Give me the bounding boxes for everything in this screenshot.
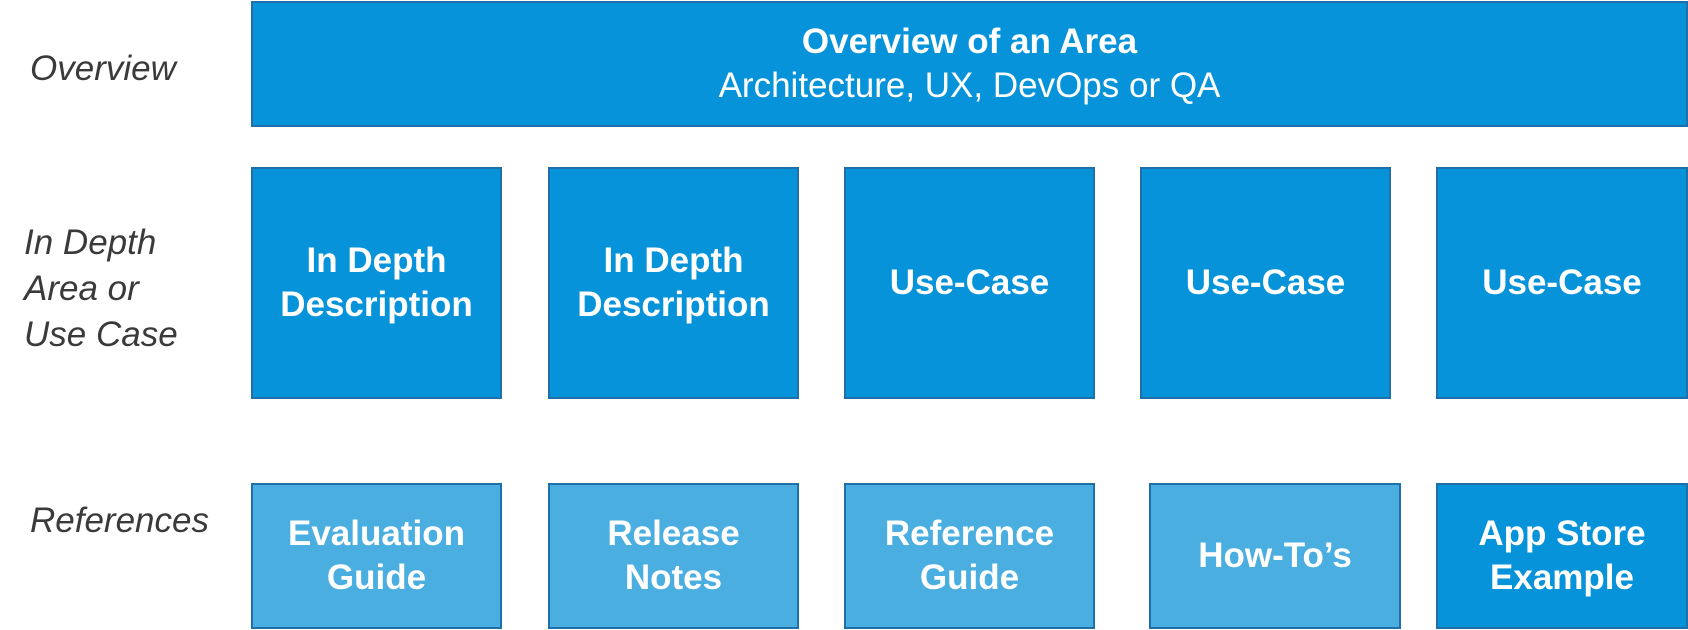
reference-box-release-notes[interactable]: Release Notes: [548, 483, 799, 629]
use-case-box[interactable]: Use-Case: [1436, 167, 1688, 399]
box-line: Use-Case: [889, 263, 1050, 302]
box-line: Guide: [326, 558, 427, 597]
reference-box-app-store-example[interactable]: App Store Example: [1436, 483, 1688, 629]
box-line: Description: [577, 285, 770, 324]
overview-subtitle: Architecture, UX, DevOps or QA: [718, 66, 1221, 105]
reference-box-reference-guide[interactable]: Reference Guide: [844, 483, 1095, 629]
box-line: Use-Case: [1482, 263, 1642, 302]
box-line: In Depth: [603, 241, 744, 280]
box-line: Release: [607, 514, 740, 553]
box-line: In Depth: [306, 241, 447, 280]
overview-box[interactable]: Overview of an Area Architecture, UX, De…: [251, 1, 1688, 127]
box-line: Guide: [919, 558, 1020, 597]
box-line: Reference: [884, 514, 1055, 553]
use-case-box[interactable]: Use-Case: [844, 167, 1095, 399]
box-line: Evaluation: [288, 514, 465, 553]
box-line: Example: [1490, 558, 1634, 597]
use-case-box[interactable]: Use-Case: [1140, 167, 1391, 399]
row-label-references: References: [30, 501, 209, 540]
in-depth-box[interactable]: In Depth Description: [548, 167, 799, 399]
box-line: Notes: [624, 558, 723, 597]
reference-box-evaluation-guide[interactable]: Evaluation Guide: [251, 483, 502, 629]
box-line: How-To’s: [1198, 536, 1352, 575]
box-line: App Store: [1478, 514, 1646, 553]
reference-box-how-tos[interactable]: How-To’s: [1149, 483, 1401, 629]
box-line: Description: [280, 285, 473, 324]
row-label-overview: Overview: [30, 49, 176, 88]
row-label-in-depth: In Depth Area or Use Case: [24, 223, 178, 354]
box-line: Use-Case: [1185, 263, 1346, 302]
overview-title: Overview of an Area: [801, 22, 1138, 61]
in-depth-box[interactable]: In Depth Description: [251, 167, 502, 399]
